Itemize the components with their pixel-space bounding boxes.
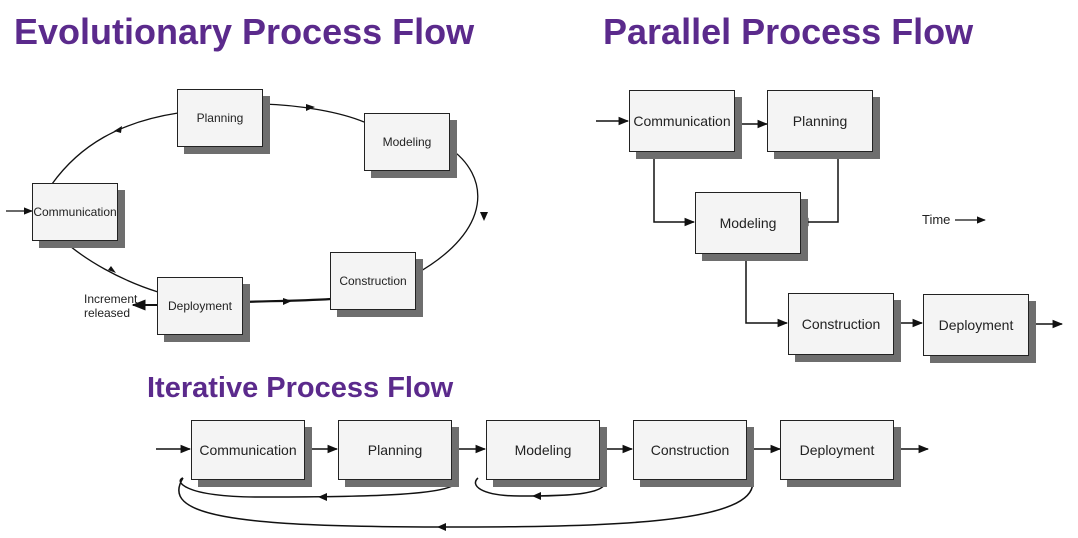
par-node-planning: Planning [767, 90, 873, 152]
par-edge-communication-modeling [653, 151, 696, 227]
par-node-construction: Construction [788, 293, 894, 355]
evo-node-planning: Planning [177, 89, 263, 147]
evo-node-construction: Construction [330, 252, 416, 310]
ite-loop-planning-to-communication [179, 477, 458, 498]
parallel-title: Parallel Process Flow [603, 11, 974, 52]
increment-label-line2: released [84, 306, 131, 320]
increment-label-line1: Increment [84, 292, 138, 306]
ite-node-deployment: Deployment [780, 420, 894, 480]
ite-node-planning: Planning [338, 420, 452, 480]
iterative-title: Iterative Process Flow [147, 372, 454, 404]
evo-edge-communication-planning [51, 112, 179, 185]
parallel-connectors [596, 116, 1064, 329]
time-label: Time [922, 212, 951, 227]
ite-node-construction: Construction [633, 420, 747, 480]
increment-released-label: Increment released [84, 292, 138, 320]
evolutionary-loop [6, 103, 479, 311]
par-node-deployment: Deployment [923, 294, 1029, 356]
ite-node-communication: Communication [191, 420, 305, 480]
par-node-communication: Communication [629, 90, 735, 152]
iterative-loop-direction-markers [318, 492, 541, 531]
evo-edge-deployment-communication [62, 239, 159, 293]
ite-node-modeling: Modeling [486, 420, 600, 480]
evolutionary-title: Evolutionary Process Flow [14, 11, 475, 52]
ite-loop-modeling-self [474, 477, 607, 497]
ite-loop-construction-to-communication [178, 477, 754, 528]
evolutionary-direction-markers [108, 104, 488, 305]
evo-node-modeling: Modeling [364, 113, 450, 171]
par-edge-planning-modeling [797, 151, 839, 227]
evo-edge-modeling-construction [413, 146, 479, 276]
evo-edge-planning-modeling [261, 103, 365, 123]
evo-node-deployment: Deployment [157, 277, 243, 335]
par-node-modeling: Modeling [695, 192, 801, 254]
par-edge-modeling-construction [745, 252, 789, 328]
evo-node-communication: Communication [32, 183, 118, 241]
